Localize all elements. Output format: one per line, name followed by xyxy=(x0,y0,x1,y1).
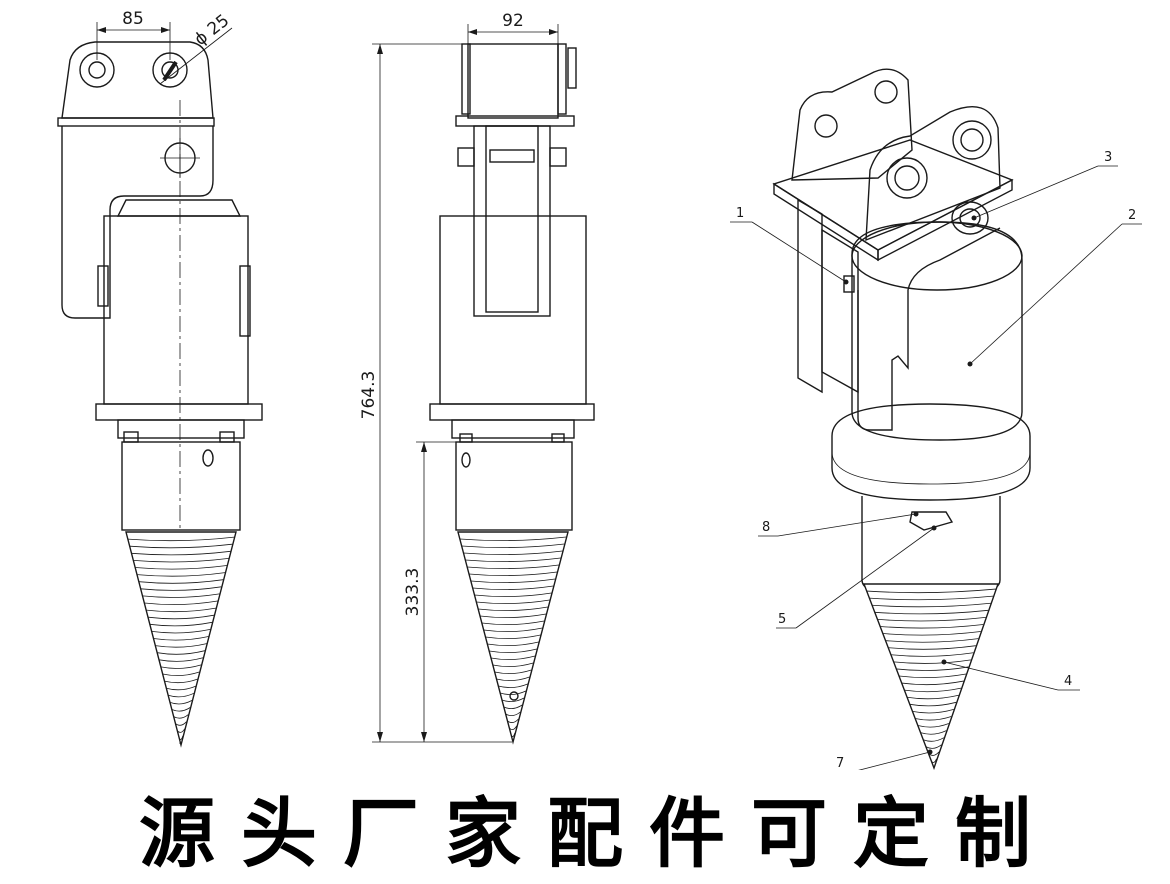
callout-3: 3 xyxy=(971,150,1118,221)
overall-length-label: 764.3 xyxy=(359,371,379,420)
svg-text:5: 5 xyxy=(778,612,786,627)
callouts: 1 2 3 4 5 7 xyxy=(730,150,1142,770)
technical-drawing: 85 ϕ 25 92 764.3 333.3 xyxy=(57,9,1142,770)
dimension-pin-spacing: 85 xyxy=(96,9,171,60)
caption-text: 源头厂家配件可定制 xyxy=(139,789,1057,878)
side-view xyxy=(429,43,595,745)
svg-text:7: 7 xyxy=(836,756,844,770)
callout-4: 4 xyxy=(941,659,1080,691)
dimension-overall-length: 764.3 xyxy=(359,43,512,743)
svg-text:3: 3 xyxy=(1104,150,1112,165)
callout-8: 8 xyxy=(758,511,919,537)
svg-text:2: 2 xyxy=(1128,208,1136,223)
svg-text:4: 4 xyxy=(1064,674,1072,689)
bracket-width-label: 92 xyxy=(502,11,524,31)
pin-spacing-label: 85 xyxy=(122,9,144,29)
screw-length-label: 333.3 xyxy=(403,568,423,617)
callout-5: 5 xyxy=(776,525,937,629)
front-view xyxy=(57,41,263,748)
dimension-screw-length: 333.3 xyxy=(403,441,456,742)
dimension-bracket-width: 92 xyxy=(467,11,559,44)
callout-2: 2 xyxy=(967,208,1142,367)
caption-banner: 源头厂家配件可定制 xyxy=(0,770,1170,884)
svg-text:8: 8 xyxy=(762,520,770,535)
callout-7: 7 xyxy=(836,749,933,770)
callout-1: 1 xyxy=(730,206,849,285)
svg-text:1: 1 xyxy=(736,206,744,221)
isometric-view xyxy=(772,68,1031,770)
dimension-pin-diameter: ϕ 25 xyxy=(159,11,233,85)
